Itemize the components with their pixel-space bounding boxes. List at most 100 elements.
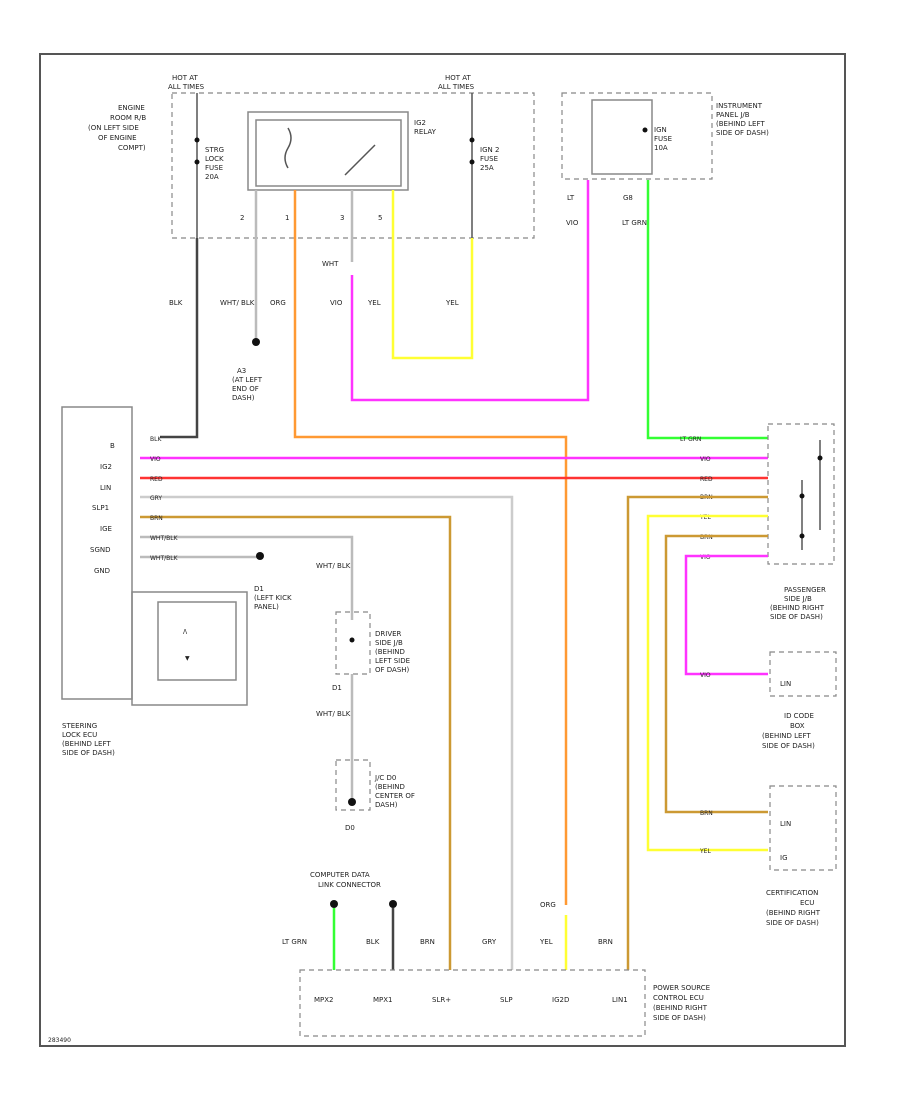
ecu-pin-slp1: SLP1	[92, 504, 109, 512]
hot-at-left-2: ALL TIMES	[168, 83, 205, 91]
driver-jb-4: LEFT SIDE	[375, 657, 410, 665]
ecu-pin-ig2: IG2	[100, 463, 112, 471]
wl-org-ps: ORG	[540, 901, 556, 909]
ecu-sub-box	[131, 591, 248, 706]
steering-ecu-1: STEERING	[62, 722, 97, 730]
certification-4: SIDE OF DASH)	[766, 919, 819, 927]
id-code-1: ID CODE	[784, 712, 814, 720]
ground-d1-dot	[256, 552, 264, 560]
ground-a3-3: END OF	[232, 385, 259, 393]
wl-row-sg: WHT/BLK	[150, 535, 179, 542]
wl-ps-brn: BRN	[420, 938, 435, 946]
power-source-2: CONTROL ECU	[653, 994, 704, 1002]
wl-ltgrn-lt: LT GRN	[622, 219, 647, 227]
ig2-relay-2: RELAY	[414, 128, 437, 136]
ecu-pin-sgnd: SGND	[90, 546, 111, 554]
hot-at-right-1: HOT AT	[445, 74, 472, 82]
wl-wht-blk-j: WHT/ BLK	[316, 710, 351, 718]
wl-r-vio: VIO	[700, 456, 711, 463]
passenger-jb-4: SIDE OF DASH)	[770, 613, 823, 621]
engine-room-4: OF ENGINE	[98, 134, 137, 142]
passenger-jb-2: SIDE J/B	[784, 595, 812, 603]
wl-cert-lin: LIN	[780, 820, 791, 828]
wl-dlc-ltgrn: LT GRN	[282, 938, 307, 946]
bottom-pin-lin1: LIN1	[612, 996, 628, 1004]
pjb-dot-3	[799, 533, 805, 539]
bottom-pin-mpx2: MPX2	[314, 996, 334, 1004]
relay-pin-3: 3	[340, 214, 344, 222]
wl-r-vio2: VIO	[700, 554, 711, 561]
wire-wht-blk-sg	[140, 535, 354, 620]
id-code-box	[769, 651, 837, 697]
ecu-pin-b: B	[110, 442, 115, 450]
wl-blk: BLK	[169, 299, 183, 307]
hot-at-right-2: ALL TIMES	[438, 83, 475, 91]
certification-box	[769, 785, 837, 871]
passenger-jb-box	[767, 423, 835, 565]
strg-fuse-2: LOCK	[205, 155, 224, 163]
ign2-fuse-dot-bottom	[469, 159, 475, 165]
wl-dlc-blk: BLK	[366, 938, 380, 946]
power-source-4: SIDE OF DASH)	[653, 1014, 706, 1022]
wl-row-lin: RED	[150, 476, 163, 483]
relay-pin-2: 2	[240, 214, 244, 222]
driver-jb-1: DRIVER	[375, 630, 402, 638]
wl-vio-lt: VIO	[566, 219, 579, 227]
pin-g8: G8	[623, 194, 633, 202]
wire-brn-cert	[664, 534, 768, 814]
ecu-symbol-1: ᐱ	[183, 629, 188, 636]
wl-wht-blk-1: WHT/ BLK	[220, 299, 255, 307]
pin-d1: D1	[332, 684, 342, 692]
steering-ecu-box	[61, 406, 133, 700]
wl-wht-blk-d: WHT/ BLK	[316, 562, 351, 570]
dlc-dot-2	[389, 900, 397, 908]
bottom-pin-ig2d: IG2D	[552, 996, 569, 1004]
passenger-jb-1: PASSENGER	[784, 586, 826, 594]
jcd0-1: J/C D0	[374, 774, 396, 782]
dlc-1: COMPUTER DATA	[310, 871, 370, 879]
wl-wht: WHT	[322, 260, 339, 268]
instrument-2: PANEL J/B	[716, 111, 750, 119]
steering-ecu-4: SIDE OF DASH)	[62, 749, 115, 757]
ign2-fuse-dot-top	[469, 137, 475, 143]
ground-d1-1: D1	[254, 585, 264, 593]
wl-ps-brn2: BRN	[598, 938, 613, 946]
wl-cert-ig: IG	[780, 854, 788, 862]
ign-fuse-2: FUSE	[654, 135, 672, 143]
jcd0-4: DASH)	[375, 801, 398, 809]
jcd0-ground-dot	[348, 798, 356, 806]
driver-jb-2: SIDE J/B	[375, 639, 403, 647]
jcd0-2: (BEHIND	[375, 783, 405, 791]
ig2-relay-1: IG2	[414, 119, 426, 127]
wl-row-ige: BRN	[150, 515, 163, 522]
wl-row-b: BLK	[150, 436, 162, 443]
wire-brn-ige	[140, 515, 452, 970]
pin-lt: LT	[567, 194, 575, 202]
wl-ps-yel: YEL	[539, 938, 553, 946]
ground-a3-dot	[252, 338, 260, 346]
wl-org: ORG	[270, 299, 286, 307]
wl-ps-gry: GRY	[482, 938, 497, 946]
wl-row-gnd: WHT/BLK	[150, 555, 179, 562]
hot-at-left-1: HOT AT	[172, 74, 199, 82]
instrument-3: (BEHIND LEFT	[716, 120, 765, 128]
ground-a3-1: A3	[237, 367, 246, 375]
ecu-pin-lin: LIN	[100, 484, 111, 492]
strg-fuse-dot-top	[194, 137, 200, 143]
instrument-1: INSTRUMENT	[716, 102, 763, 110]
wl-yel2: YEL	[445, 299, 459, 307]
ig2-relay-outer	[247, 111, 409, 191]
wl-r-red: RED	[700, 476, 713, 483]
driver-jb-dot	[349, 637, 355, 643]
ign2-fuse-1: IGN 2	[480, 146, 499, 154]
strg-fuse-4: 20A	[205, 173, 219, 181]
pjb-dot-2	[799, 493, 805, 499]
relay-pin-1: 1	[285, 214, 289, 222]
ign-fuse-dot	[642, 127, 648, 133]
driver-jb-3: (BEHIND	[375, 648, 405, 656]
dlc-2: LINK CONNECTOR	[318, 881, 381, 889]
instrument-jb-box	[561, 92, 713, 180]
relay-coil	[284, 127, 292, 169]
relay-pin-5: 5	[378, 214, 382, 222]
